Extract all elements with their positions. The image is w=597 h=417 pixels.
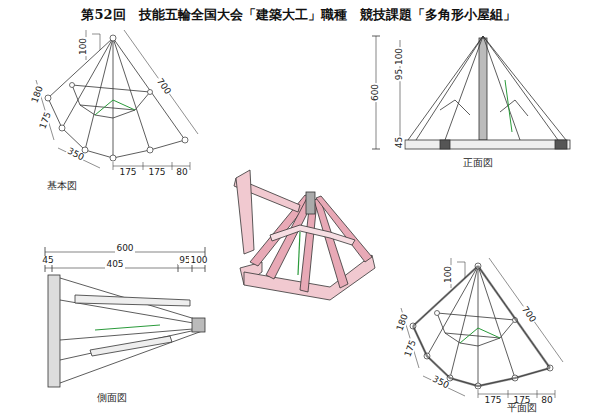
dimension: 175 [118, 168, 137, 177]
dimension: 100 [80, 36, 89, 55]
dimension: 700 [155, 76, 173, 97]
dimension: 100 [396, 46, 405, 65]
dimension: 80 [175, 168, 188, 177]
view-name: 基本図 [46, 181, 78, 191]
dimension: 175 [483, 396, 502, 405]
title: 第52回 技能五輪全国大会「建築大工」職種 競技課題「多角形小屋組」 [0, 6, 597, 24]
dimension: 95 [395, 67, 404, 80]
dimension: 45 [395, 135, 404, 148]
dimension: 175 [38, 109, 53, 130]
dimension: 600 [372, 82, 381, 101]
dimension: 175 [147, 168, 166, 177]
dimension: 100 [445, 264, 454, 283]
view-name: 側面図 [96, 393, 128, 403]
dimension: 100 [189, 256, 208, 265]
dimension: 45 [41, 256, 54, 265]
view-name: 正面図 [462, 158, 494, 168]
dimension: 180 [395, 311, 410, 332]
dimension: 180 [30, 83, 45, 104]
dimension: 405 [105, 260, 124, 269]
dimension: 175 [403, 337, 418, 358]
dimension: 600 [115, 244, 134, 253]
dimension: 700 [520, 304, 538, 325]
view-name: 平面図 [506, 403, 538, 413]
dimension: 80 [540, 396, 553, 405]
